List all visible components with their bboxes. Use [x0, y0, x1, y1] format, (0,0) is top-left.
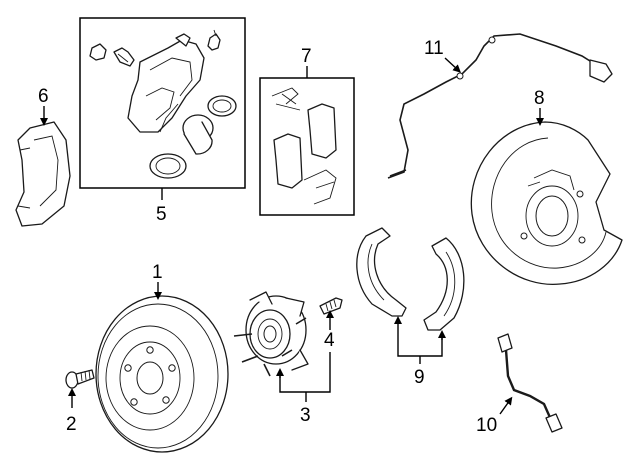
leader-line-3: [279, 352, 331, 393]
callout-7: 7: [301, 46, 312, 67]
callout-3: 3: [300, 405, 311, 426]
piston-seal-drawing: [149, 153, 187, 179]
caliper-piston-drawing: [182, 95, 237, 155]
caliper-bracket-drawing: [15, 121, 71, 227]
leader-line-10: [499, 396, 513, 415]
callout-8: 8: [534, 88, 545, 109]
callout-11: 11: [424, 38, 444, 59]
leader-line-11: [444, 57, 461, 73]
brake-caliper-drawing: [127, 33, 205, 133]
callout-6: 6: [38, 86, 49, 107]
callout-9: 9: [414, 367, 425, 388]
hub-bolt-drawing: [319, 297, 343, 315]
hub-assembly-drawing: [233, 291, 309, 377]
speed-sensor-drawing: [387, 33, 613, 179]
dust-shield-drawing: [470, 121, 623, 285]
callout-5: 5: [156, 204, 167, 225]
bleeder-screw-drawing: [89, 43, 135, 67]
brake-hose-drawing: [497, 333, 563, 433]
callout-10: 10: [476, 415, 497, 436]
callout-1: 1: [152, 262, 163, 283]
parking-brake-shoe-right-drawing: [423, 237, 465, 331]
brake-rotor-drawing: [95, 295, 229, 453]
callout-2: 2: [66, 414, 77, 435]
guide-pin-drawing: [207, 29, 221, 51]
pad-clip-drawing: [271, 87, 337, 205]
callout-4: 4: [324, 330, 335, 351]
rotor-screw-drawing: [65, 369, 95, 389]
brake-pad-drawing: [273, 103, 337, 189]
parking-brake-shoe-left-drawing: [356, 227, 407, 317]
